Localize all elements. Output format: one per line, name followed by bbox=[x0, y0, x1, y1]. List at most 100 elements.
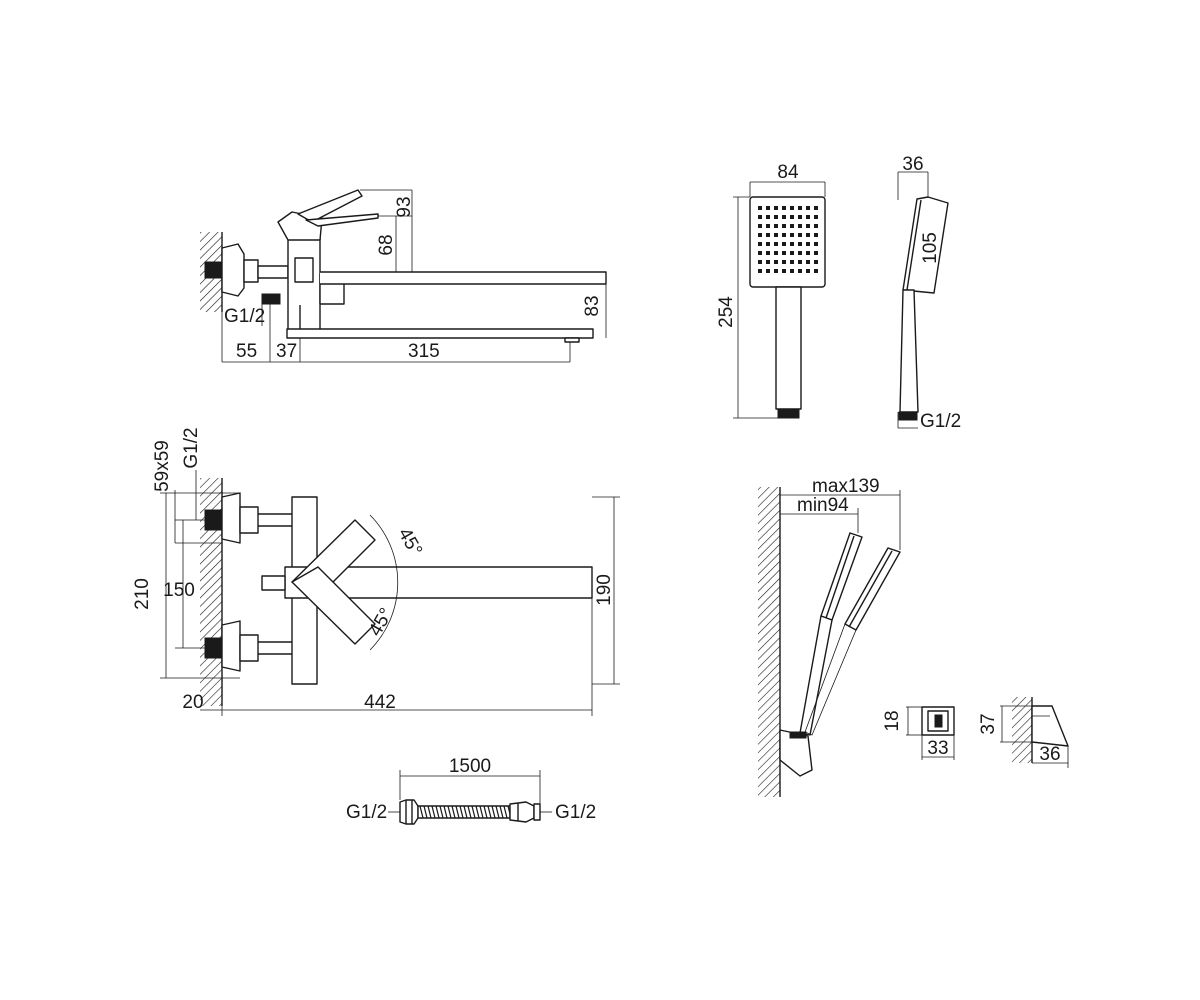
thread-label-hand: G1/2 bbox=[920, 411, 961, 432]
wall-hatch-holder bbox=[758, 487, 780, 797]
nozzle bbox=[798, 215, 802, 219]
hose-coil bbox=[495, 805, 500, 819]
nozzle bbox=[806, 233, 810, 237]
nozzle bbox=[814, 242, 818, 246]
nozzle bbox=[774, 260, 778, 264]
nozzle bbox=[790, 251, 794, 255]
hose-coil bbox=[455, 805, 460, 819]
nozzle bbox=[782, 206, 786, 210]
nozzle bbox=[790, 242, 794, 246]
nozzle bbox=[766, 206, 770, 210]
shower-hose bbox=[388, 770, 552, 825]
dim-83: 83 bbox=[582, 295, 603, 316]
dim-93: 93 bbox=[394, 196, 415, 217]
angle-lower: 45° bbox=[365, 605, 398, 640]
nozzle bbox=[774, 215, 778, 219]
nozzle bbox=[758, 224, 762, 228]
nozzle bbox=[758, 251, 762, 255]
hose-coil bbox=[471, 805, 476, 819]
nozzle bbox=[774, 233, 778, 237]
dim-20: 20 bbox=[182, 692, 203, 713]
dim-315: 315 bbox=[408, 341, 440, 362]
dim-68: 68 bbox=[376, 234, 397, 255]
nozzle bbox=[758, 215, 762, 219]
inlet-thread bbox=[204, 261, 223, 279]
dim-210: 210 bbox=[132, 578, 153, 610]
hose-thread-left: G1/2 bbox=[346, 802, 387, 823]
nozzle bbox=[782, 242, 786, 246]
nozzle bbox=[758, 269, 762, 273]
bracket-side-view bbox=[1000, 697, 1069, 768]
nozzle bbox=[814, 269, 818, 273]
dim-55: 55 bbox=[236, 341, 257, 362]
nozzle bbox=[814, 224, 818, 228]
hose-coil bbox=[459, 805, 464, 819]
nozzle bbox=[758, 242, 762, 246]
nozzle bbox=[774, 206, 778, 210]
nozzle bbox=[798, 224, 802, 228]
dim-84: 84 bbox=[777, 162, 799, 183]
hose-coil bbox=[491, 805, 496, 819]
dim-18: 18 bbox=[882, 710, 903, 731]
spout-bottom bbox=[286, 328, 594, 339]
nozzle bbox=[774, 269, 778, 273]
nozzle bbox=[814, 233, 818, 237]
nozzle bbox=[814, 260, 818, 264]
handle-45-lower bbox=[291, 566, 376, 645]
hose-coil bbox=[487, 805, 492, 819]
nozzle bbox=[790, 269, 794, 273]
dim-442: 442 bbox=[364, 692, 396, 713]
nozzle bbox=[782, 233, 786, 237]
hose-coil bbox=[467, 805, 472, 819]
nozzle bbox=[758, 233, 762, 237]
nozzle bbox=[798, 206, 802, 210]
nozzle bbox=[806, 260, 810, 264]
nozzle bbox=[814, 215, 818, 219]
hose-coil bbox=[423, 805, 428, 819]
nozzle bbox=[766, 251, 770, 255]
dim-37: 37 bbox=[276, 341, 297, 362]
hose-coil bbox=[499, 805, 504, 819]
nozzle bbox=[806, 206, 810, 210]
shower-holder-view bbox=[758, 487, 901, 797]
bracket-profile bbox=[1031, 705, 1069, 747]
hose-coil bbox=[419, 805, 424, 819]
min-reach: min94 bbox=[797, 495, 849, 516]
nozzle bbox=[798, 269, 802, 273]
hose-coil bbox=[447, 805, 452, 819]
hose-coil bbox=[431, 805, 436, 819]
dim-1500: 1500 bbox=[449, 756, 491, 777]
nozzle-grid bbox=[758, 206, 818, 273]
hose-coil bbox=[503, 805, 508, 819]
nozzle bbox=[814, 251, 818, 255]
hose-coil bbox=[475, 805, 480, 819]
nozzle bbox=[790, 233, 794, 237]
hand-shower-front-view bbox=[733, 181, 826, 419]
handle-thread bbox=[777, 408, 800, 419]
dim-254: 254 bbox=[716, 296, 737, 328]
hand-shower-side-view bbox=[897, 171, 949, 429]
hose-coil bbox=[427, 805, 432, 819]
bracket-front-view bbox=[906, 706, 955, 760]
dim-59x59: 59x59 bbox=[152, 440, 173, 492]
hose-cone-right bbox=[509, 801, 535, 823]
hose-coil bbox=[439, 805, 444, 819]
hose-coil bbox=[451, 805, 456, 819]
nozzle bbox=[774, 251, 778, 255]
dim-33: 33 bbox=[927, 738, 948, 759]
nozzle bbox=[766, 260, 770, 264]
nozzle bbox=[790, 260, 794, 264]
dim-36-bracket: 36 bbox=[1039, 744, 1060, 765]
nozzle bbox=[798, 242, 802, 246]
nozzle bbox=[806, 224, 810, 228]
nozzle bbox=[806, 215, 810, 219]
dim-36-side: 36 bbox=[902, 154, 923, 175]
nozzle bbox=[798, 260, 802, 264]
dim-190: 190 bbox=[594, 574, 615, 606]
hose-coils bbox=[419, 805, 512, 819]
nozzle bbox=[814, 206, 818, 210]
max-reach: max139 bbox=[812, 476, 880, 497]
hose-coil bbox=[463, 805, 468, 819]
nozzle bbox=[782, 251, 786, 255]
thread-label-top: G1/2 bbox=[181, 427, 202, 468]
